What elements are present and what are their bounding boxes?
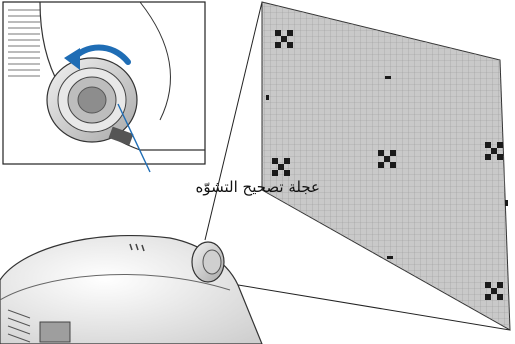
projector-body xyxy=(0,236,262,344)
callout-label-keystone-wheel: عجلة تصحيح التشوّه xyxy=(200,178,320,196)
projected-screen xyxy=(262,2,510,330)
lens-detail-inset xyxy=(3,2,205,172)
